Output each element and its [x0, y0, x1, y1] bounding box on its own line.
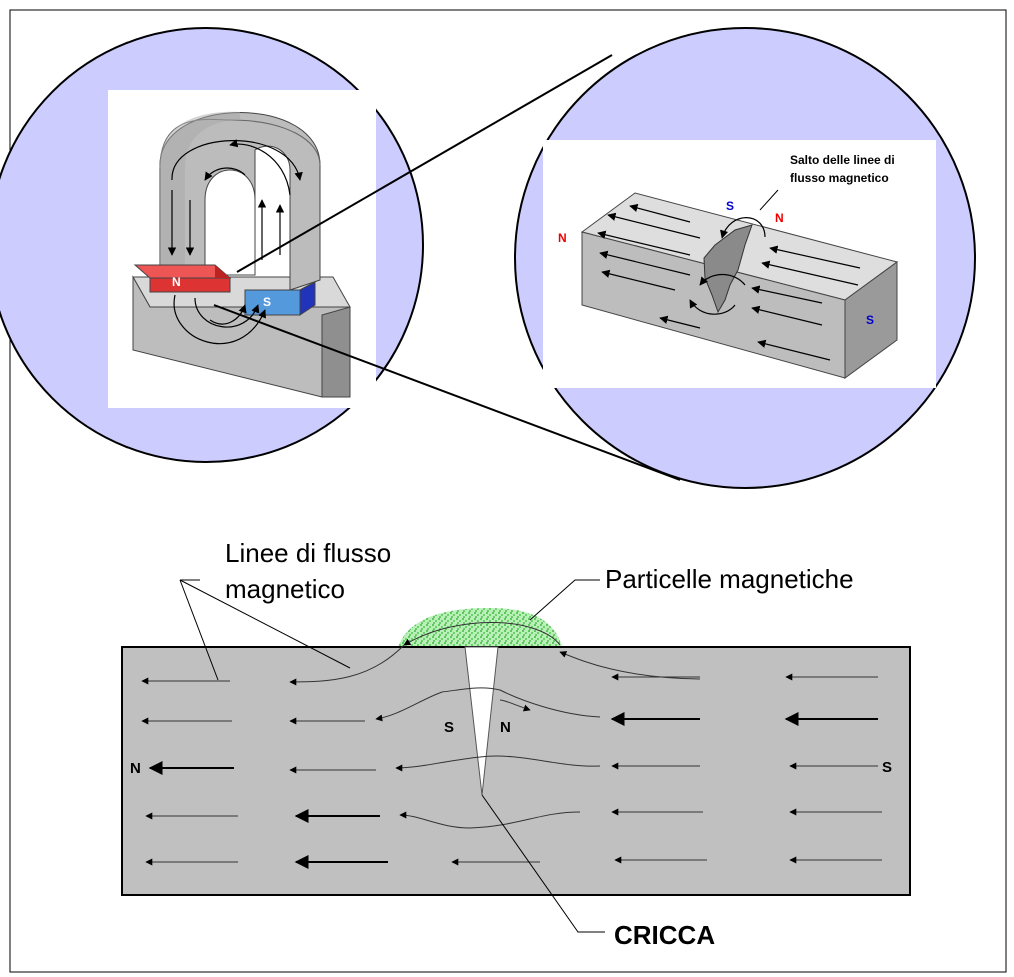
cross-section: Linee di flusso magnetico Particelle mag…	[121, 538, 911, 950]
callout-line-1: Salto delle linee di	[790, 153, 895, 167]
flux-leader-1	[179, 579, 219, 681]
particles-leader	[529, 579, 600, 621]
north-pole-piece	[149, 277, 231, 293]
horseshoe-magnet: N S	[133, 111, 321, 345]
callout-line-2: flusso magnetico	[790, 171, 889, 185]
cross-label-n: N	[130, 760, 141, 777]
magnet-zoom-circle: N S	[0, 27, 424, 463]
crack-leader	[481, 794, 605, 933]
magnet-label-s: S	[263, 295, 271, 309]
magnet-label-n: N	[172, 275, 181, 289]
crack-label-n: N	[500, 719, 511, 736]
bar-label-n-crack: N	[775, 211, 784, 225]
zoom-line-top	[236, 54, 613, 273]
flux-leader-2	[179, 579, 351, 669]
cracked-bar	[580, 189, 899, 379]
crack-label-s: S	[444, 719, 454, 736]
crack-label: CRICCA	[614, 920, 715, 950]
bar-label-s-crack: S	[726, 199, 734, 213]
cross-label-s: S	[882, 759, 892, 776]
flux-label-line-1: Linee di flusso	[225, 538, 391, 568]
zoom-line-bottom	[213, 304, 681, 481]
bar-label-s-right: S	[866, 313, 874, 327]
bar-label-n-left: N	[558, 231, 567, 245]
magnetic-particles	[398, 608, 562, 647]
crack	[464, 646, 499, 796]
flux-label-line-2: magnetico	[225, 574, 345, 604]
particles-label: Particelle magnetiche	[605, 564, 854, 594]
bar-zoom-circle: Salto delle linee di flusso magnetico N …	[514, 27, 976, 489]
steel-bar	[121, 646, 911, 896]
